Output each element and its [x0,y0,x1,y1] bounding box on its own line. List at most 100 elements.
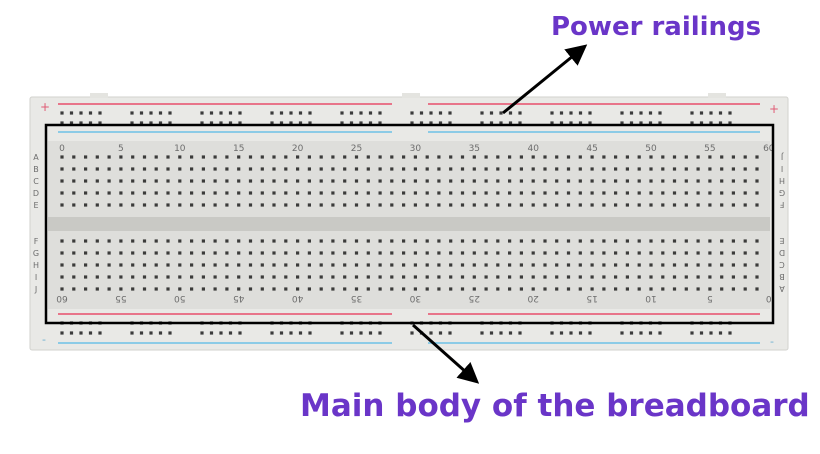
rail-hole [518,121,522,125]
terminal-hole [166,203,170,207]
terminal-hole [131,251,135,255]
terminal-hole [131,239,135,243]
terminal-hole [237,287,241,291]
column-number-bottom: 45 [233,293,244,303]
terminal-hole [378,275,382,279]
terminal-hole [354,239,359,243]
rail-hole [620,111,624,115]
terminal-hole [402,179,406,183]
terminal-hole [119,251,123,255]
rail-hole [340,121,344,125]
terminal-hole [531,263,535,267]
terminal-hole [484,263,488,267]
terminal-hole [672,179,677,183]
terminal-hole [201,167,205,171]
column-number-top: 25 [351,144,362,154]
row-letter-right: J [781,152,784,161]
rail-hole [629,111,634,115]
rail-hole [559,111,564,115]
terminal-hole [272,167,276,171]
terminal-hole [519,275,523,279]
terminal-hole [178,275,182,279]
terminal-hole [272,251,276,255]
column-number-top: 5 [118,144,124,154]
rail-minus-symbol-bottom-right: - [770,335,774,348]
column-number-bottom: 25 [469,293,480,303]
terminal-hole [60,191,64,195]
rail-hole [480,121,484,125]
terminal-hole [625,191,629,195]
rail-hole [588,111,592,115]
terminal-hole [284,179,288,183]
terminal-hole [425,167,429,171]
terminal-hole [649,275,653,279]
terminal-hole [437,287,441,291]
terminal-hole [296,167,300,171]
terminal-hole [578,287,582,291]
rail-hole [368,331,373,335]
terminal-hole [661,287,665,291]
terminal-hole [390,191,394,195]
row-letter-right: G [779,188,785,197]
terminal-strip-bottom [48,231,770,309]
terminal-hole [555,251,559,255]
rail-hole [209,121,214,125]
center-channel [48,217,770,231]
terminal-hole [472,203,476,207]
terminal-hole [472,167,476,171]
rail-hole [79,331,83,335]
terminal-hole [602,203,606,207]
terminal-hole [578,191,582,195]
rail-hole [438,121,443,125]
terminal-hole [472,239,476,243]
terminal-hole [319,155,323,159]
column-number-bottom: 10 [645,293,657,303]
terminal-hole [95,275,99,279]
column-number-top: 40 [527,144,539,154]
terminal-hole [201,263,205,267]
terminal-hole [319,191,323,195]
terminal-hole [590,179,594,183]
column-number-bottom: 20 [527,293,539,303]
terminal-hole [225,167,229,171]
terminal-hole [543,167,547,171]
terminal-hole [248,263,253,267]
terminal-hole [543,179,547,183]
terminal-hole [378,167,382,171]
terminal-hole [319,203,323,207]
terminal-hole [343,251,347,255]
row-letter-left: H [33,261,39,270]
rail-hole [699,111,704,115]
terminal-hole [354,191,359,195]
terminal-hole [508,287,512,291]
terminal-hole [684,287,688,291]
terminal-hole [166,179,170,183]
terminal-hole [142,287,147,291]
terminal-hole [649,203,653,207]
rail-hole [158,121,163,125]
column-number-bottom: 0 [766,293,772,303]
terminal-hole [213,179,217,183]
terminal-hole [213,251,217,255]
terminal-hole [213,155,217,159]
terminal-hole [449,203,453,207]
terminal-hole [590,287,594,291]
terminal-hole [72,167,76,171]
terminal-hole [354,167,359,171]
terminal-hole [590,275,594,279]
terminal-hole [602,251,606,255]
rail-plus-symbol-top-left: + [40,100,50,114]
terminal-hole [555,155,559,159]
rail-hole [368,121,373,125]
terminal-hole [496,155,500,159]
terminal-hole [531,191,535,195]
terminal-hole [437,167,441,171]
terminal-hole [672,275,677,279]
board-tab [708,93,726,98]
terminal-hole [720,179,724,183]
terminal-hole [131,155,135,159]
terminal-hole [449,275,453,279]
terminal-hole [307,203,311,207]
terminal-hole [248,239,253,243]
rail-hole [60,121,64,125]
